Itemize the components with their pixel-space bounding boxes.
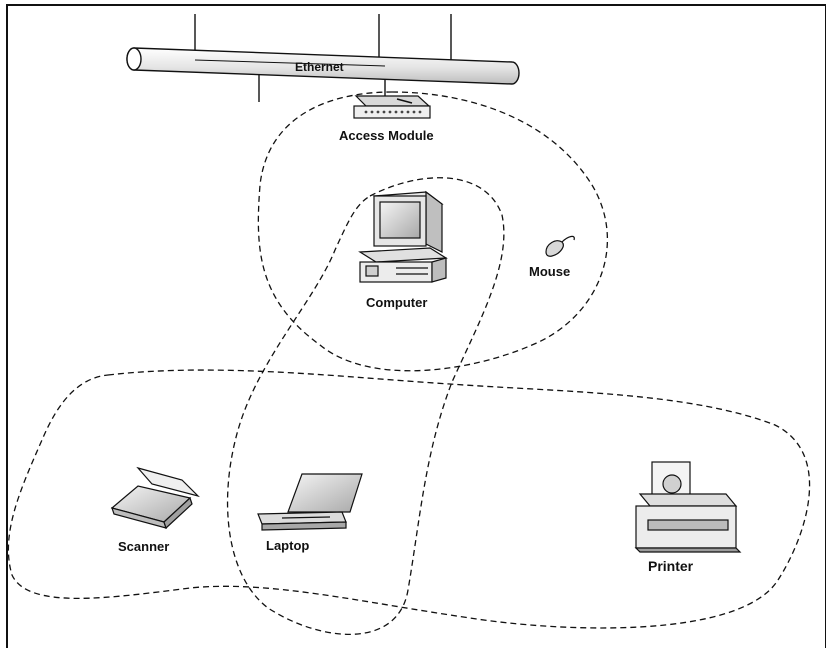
access-module-icon	[353, 95, 431, 119]
piconet-boundary-lower	[7, 369, 811, 629]
laptop-label: Laptop	[266, 538, 309, 553]
scanner-icon	[110, 466, 200, 530]
ethernet-bus	[126, 14, 520, 102]
access-module-label: Access Module	[339, 128, 434, 143]
scanner-label: Scanner	[118, 539, 169, 554]
laptop-icon	[257, 473, 363, 531]
diagram-frame	[6, 4, 826, 648]
printer-label: Printer	[648, 558, 694, 574]
computer-icon	[358, 190, 448, 283]
piconet-boundary-middle	[226, 177, 505, 635]
mouse-icon	[545, 235, 575, 257]
ethernet-label: Ethernet	[295, 60, 344, 74]
mouse-label: Mouse	[529, 264, 570, 279]
computer-label: Computer	[366, 295, 427, 310]
printer-icon	[634, 461, 742, 553]
piconet-boundary-upper	[257, 91, 608, 372]
